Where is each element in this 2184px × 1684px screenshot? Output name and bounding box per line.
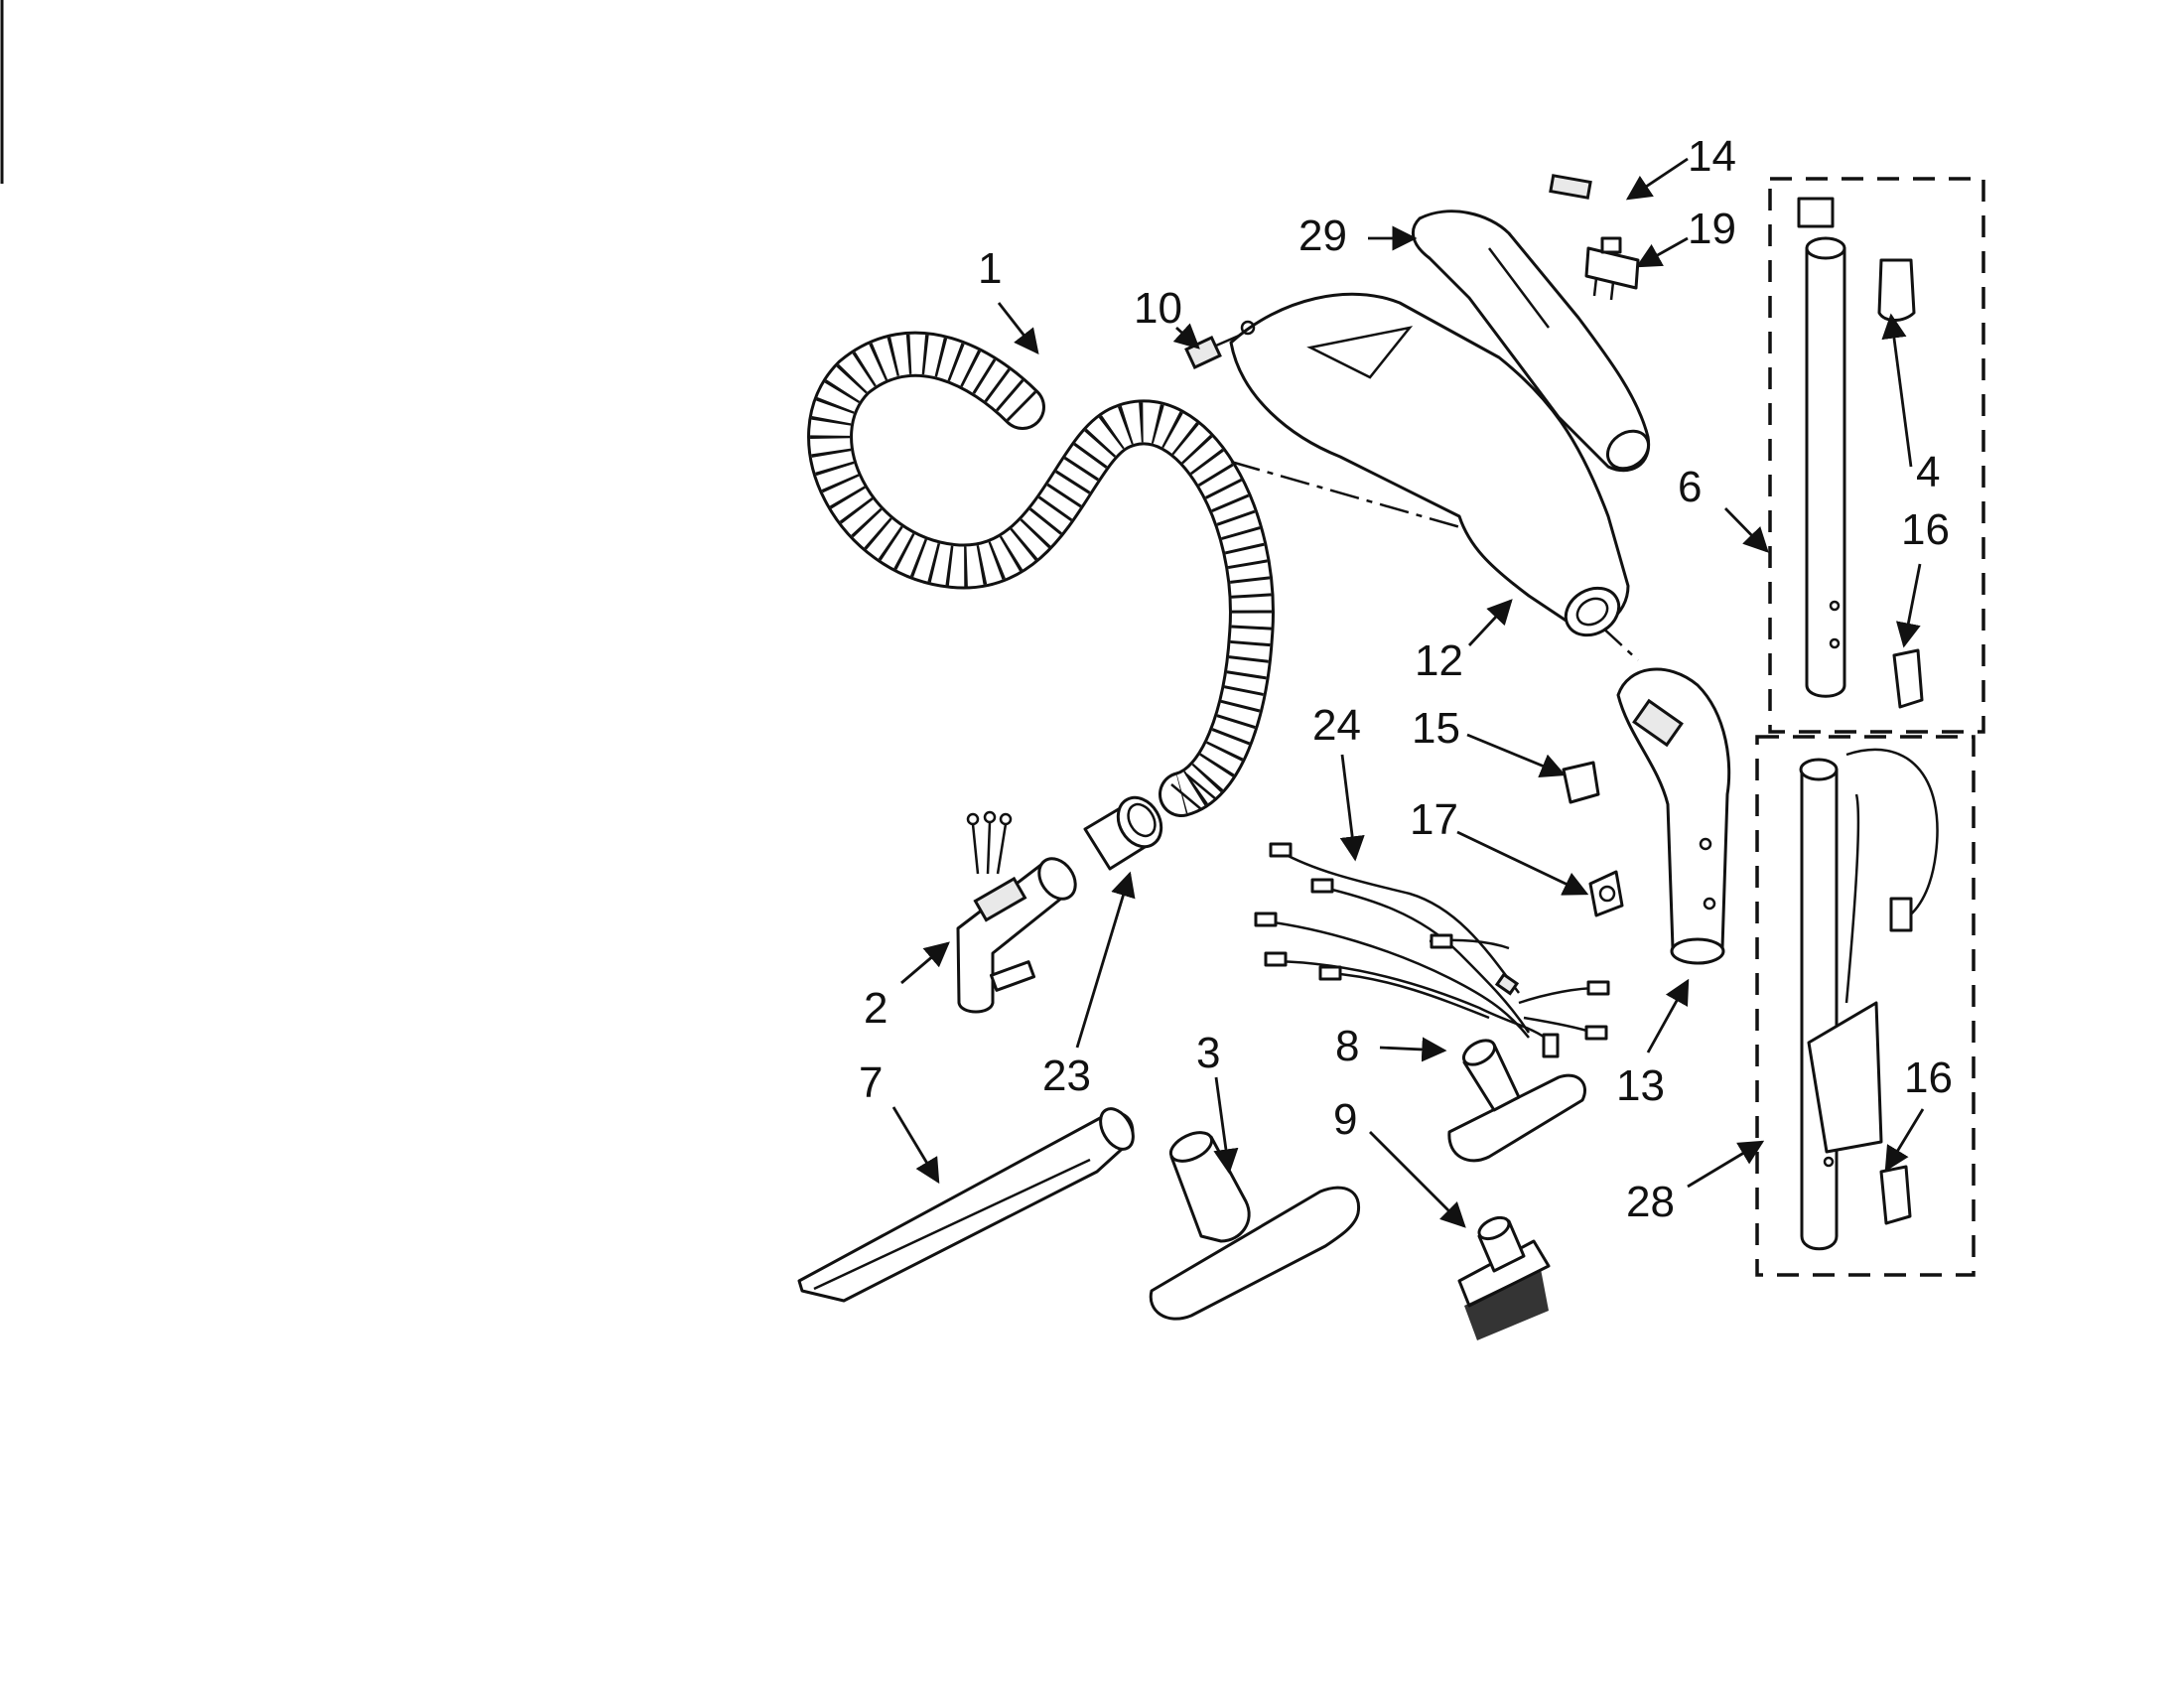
cuff-drawing [1083,795,1163,871]
label-screw: 10 [1134,284,1182,333]
label-handle-lower: 12 [1415,636,1463,685]
label-wire-harness: 24 [1312,701,1361,750]
button-drawing [1588,870,1624,917]
label-switch-cover: 14 [1688,132,1736,181]
label-crevice-tool: 7 [859,1058,883,1107]
hose-drawing [807,331,1275,817]
upper-wand-group-box [1768,177,1985,734]
floor-tool-drawing [1149,1131,1361,1321]
label-dusting-brush: 9 [1333,1095,1357,1144]
handle-elbow-drawing [1616,667,1731,965]
handle-upper-drawing [1411,210,1651,473]
label-clip-upper: 16 [1901,505,1950,554]
label-lower-wand: 28 [1626,1178,1675,1226]
label-swivel-connector: 2 [864,984,887,1033]
swivel-connector-drawing [956,810,1077,1014]
label-button: 17 [1410,795,1458,844]
label-handle-elbow: 13 [1616,1061,1665,1110]
clip-upper-drawing [1892,648,1924,709]
label-switch: 19 [1688,205,1736,253]
label-hose: 1 [978,244,1002,293]
upholstery-tool-drawing [1447,1039,1586,1163]
latch-drawing [1562,761,1600,804]
label-upper-wand: 6 [1678,463,1702,511]
clip-lower-drawing [1879,1165,1912,1225]
label-clip-lower: 16 [1904,1053,1953,1102]
label-handle-upper: 29 [1298,211,1347,260]
switch-drawing [1549,174,1640,301]
leader-arrows [891,157,1925,1228]
lower-wand-group-box [1755,735,1976,1277]
wand-clip-drawing [1877,258,1916,322]
dusting-brush-drawing [1457,1215,1551,1340]
label-latch: 15 [1412,704,1460,753]
label-wand-clip: 4 [1916,448,1940,496]
label-floor-tool: 3 [1196,1029,1220,1077]
lower-wand-drawing [1799,748,1939,1251]
wire-harness-drawing [1254,842,1610,1058]
crevice-tool-drawing [797,1107,1135,1303]
label-upholstery-tool: 8 [1335,1022,1359,1070]
upper-wand-drawing [1797,197,1846,698]
label-cuff: 23 [1042,1052,1091,1100]
handle-lower-drawing [1229,292,1630,637]
